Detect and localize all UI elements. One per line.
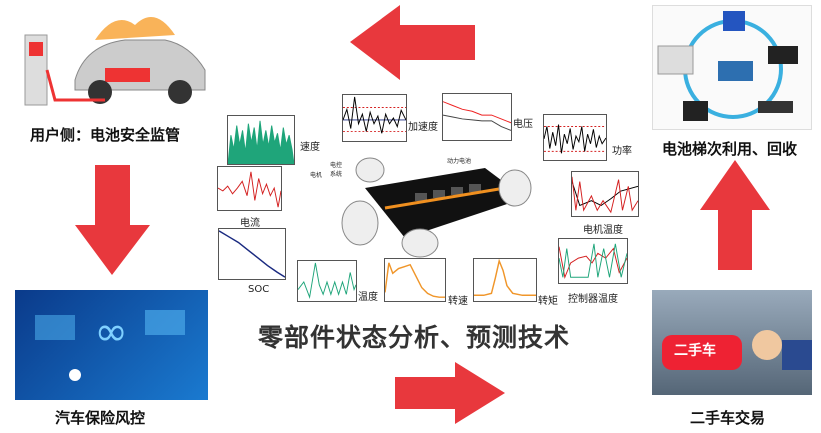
charging-car-illustration	[15, 10, 215, 115]
label-motor: 电机	[310, 172, 323, 179]
caption-battery-reuse: 电池梯次利用、回收	[662, 140, 798, 158]
label-temperature: 温度	[358, 292, 378, 303]
plot-soc	[218, 228, 286, 280]
plot-controller-temperature	[558, 238, 628, 284]
plot-power	[543, 114, 607, 161]
plot-motor-temperature	[571, 171, 639, 217]
label-voltage: 电压	[513, 119, 533, 130]
caption-used-car: 二手车交易	[690, 409, 766, 427]
plot-speed	[227, 115, 295, 165]
arrow-down-icon	[75, 165, 150, 275]
plot-acceleration	[342, 94, 407, 142]
plot-rpm	[384, 258, 446, 302]
label-current: 电流	[240, 218, 260, 229]
label-speed: 速度	[300, 142, 320, 153]
label-acceleration: 加速度	[408, 122, 438, 133]
battery-reuse-illustration	[652, 5, 812, 130]
ev-chassis-illustration: 电控系统 电机 动力电池	[310, 148, 545, 258]
used-car-illustration: 二手车	[652, 290, 812, 395]
insurance-illustration: ∞	[15, 290, 208, 400]
label-motor-temperature: 电机温度	[583, 225, 623, 236]
caption-user-side: 用户侧：电池安全监管	[30, 126, 181, 144]
label-rpm: 转速	[448, 296, 468, 307]
main-title: 零部件状态分析、预测技术	[258, 323, 571, 352]
label-torque: 转矩	[538, 296, 558, 307]
caption-insurance: 汽车保险风控	[55, 409, 146, 427]
arrow-up-icon	[700, 160, 770, 270]
label-soc: SOC	[248, 284, 270, 295]
plot-current	[217, 166, 282, 211]
label-power: 功率	[612, 146, 632, 157]
label-battery: 动力电池	[447, 158, 472, 165]
svg-text:∞: ∞	[94, 309, 127, 355]
plot-torque	[473, 258, 537, 302]
arrow-right-icon	[395, 362, 505, 424]
label-controller-temperature: 控制器温度	[568, 294, 618, 305]
arrow-left-icon	[350, 5, 475, 80]
plot-temperature	[297, 260, 357, 302]
label-control-system: 电控系统	[330, 162, 343, 178]
plot-voltage	[442, 93, 512, 141]
used-car-sign: 二手车	[674, 343, 716, 359]
